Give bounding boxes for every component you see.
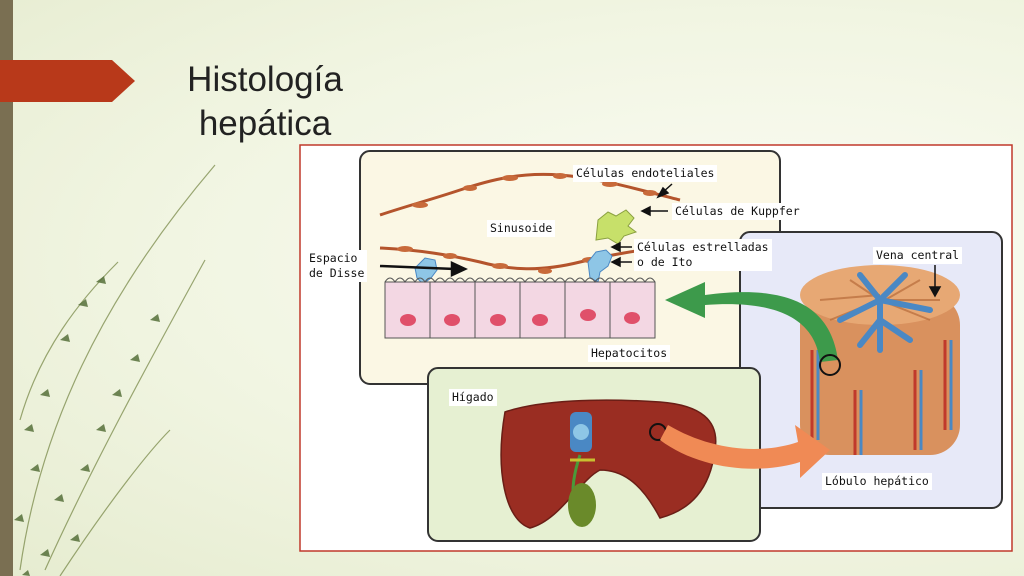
disse-arrow	[379, 261, 468, 277]
label-sinusoid: Sinusoide	[487, 220, 556, 237]
label-stellate-line-1: Células estrelladas	[637, 240, 769, 254]
label-disse-line-1: Espacio	[309, 251, 358, 265]
hepatic-lobule	[800, 265, 960, 455]
label-liver: Hígado	[449, 389, 497, 406]
label-stellate-line-2: o de Ito	[637, 255, 693, 269]
label-disse-space: Espacio de Disse	[306, 250, 368, 282]
orange-curved-arrow	[660, 425, 830, 478]
decorative-vine	[14, 164, 216, 576]
label-endothelial-cells: Células endoteliales	[573, 165, 718, 182]
label-hepatic-lobule: Lóbulo hepático	[822, 473, 932, 490]
left-accent-bar	[0, 0, 13, 576]
label-disse-line-2: de Disse	[309, 266, 365, 280]
endothelial-cells-lower	[379, 246, 661, 271]
kupffer-cell	[595, 209, 638, 245]
liver	[500, 399, 717, 529]
label-kupffer-cells: Células de Kuppfer	[672, 203, 803, 220]
title-arrow-shape	[0, 60, 135, 102]
slide-title: Histología hepática	[150, 58, 380, 146]
title-line-1: Histología	[187, 60, 343, 99]
label-hepatocytes: Hepatocitos	[588, 345, 671, 362]
hepatocyte-row	[384, 277, 656, 339]
label-central-vein: Vena central	[873, 247, 963, 264]
green-curved-arrow	[665, 282, 838, 362]
label-stellate-cells: Células estrelladas o de Ito	[634, 239, 772, 271]
title-line-2: hepática	[198, 104, 332, 143]
